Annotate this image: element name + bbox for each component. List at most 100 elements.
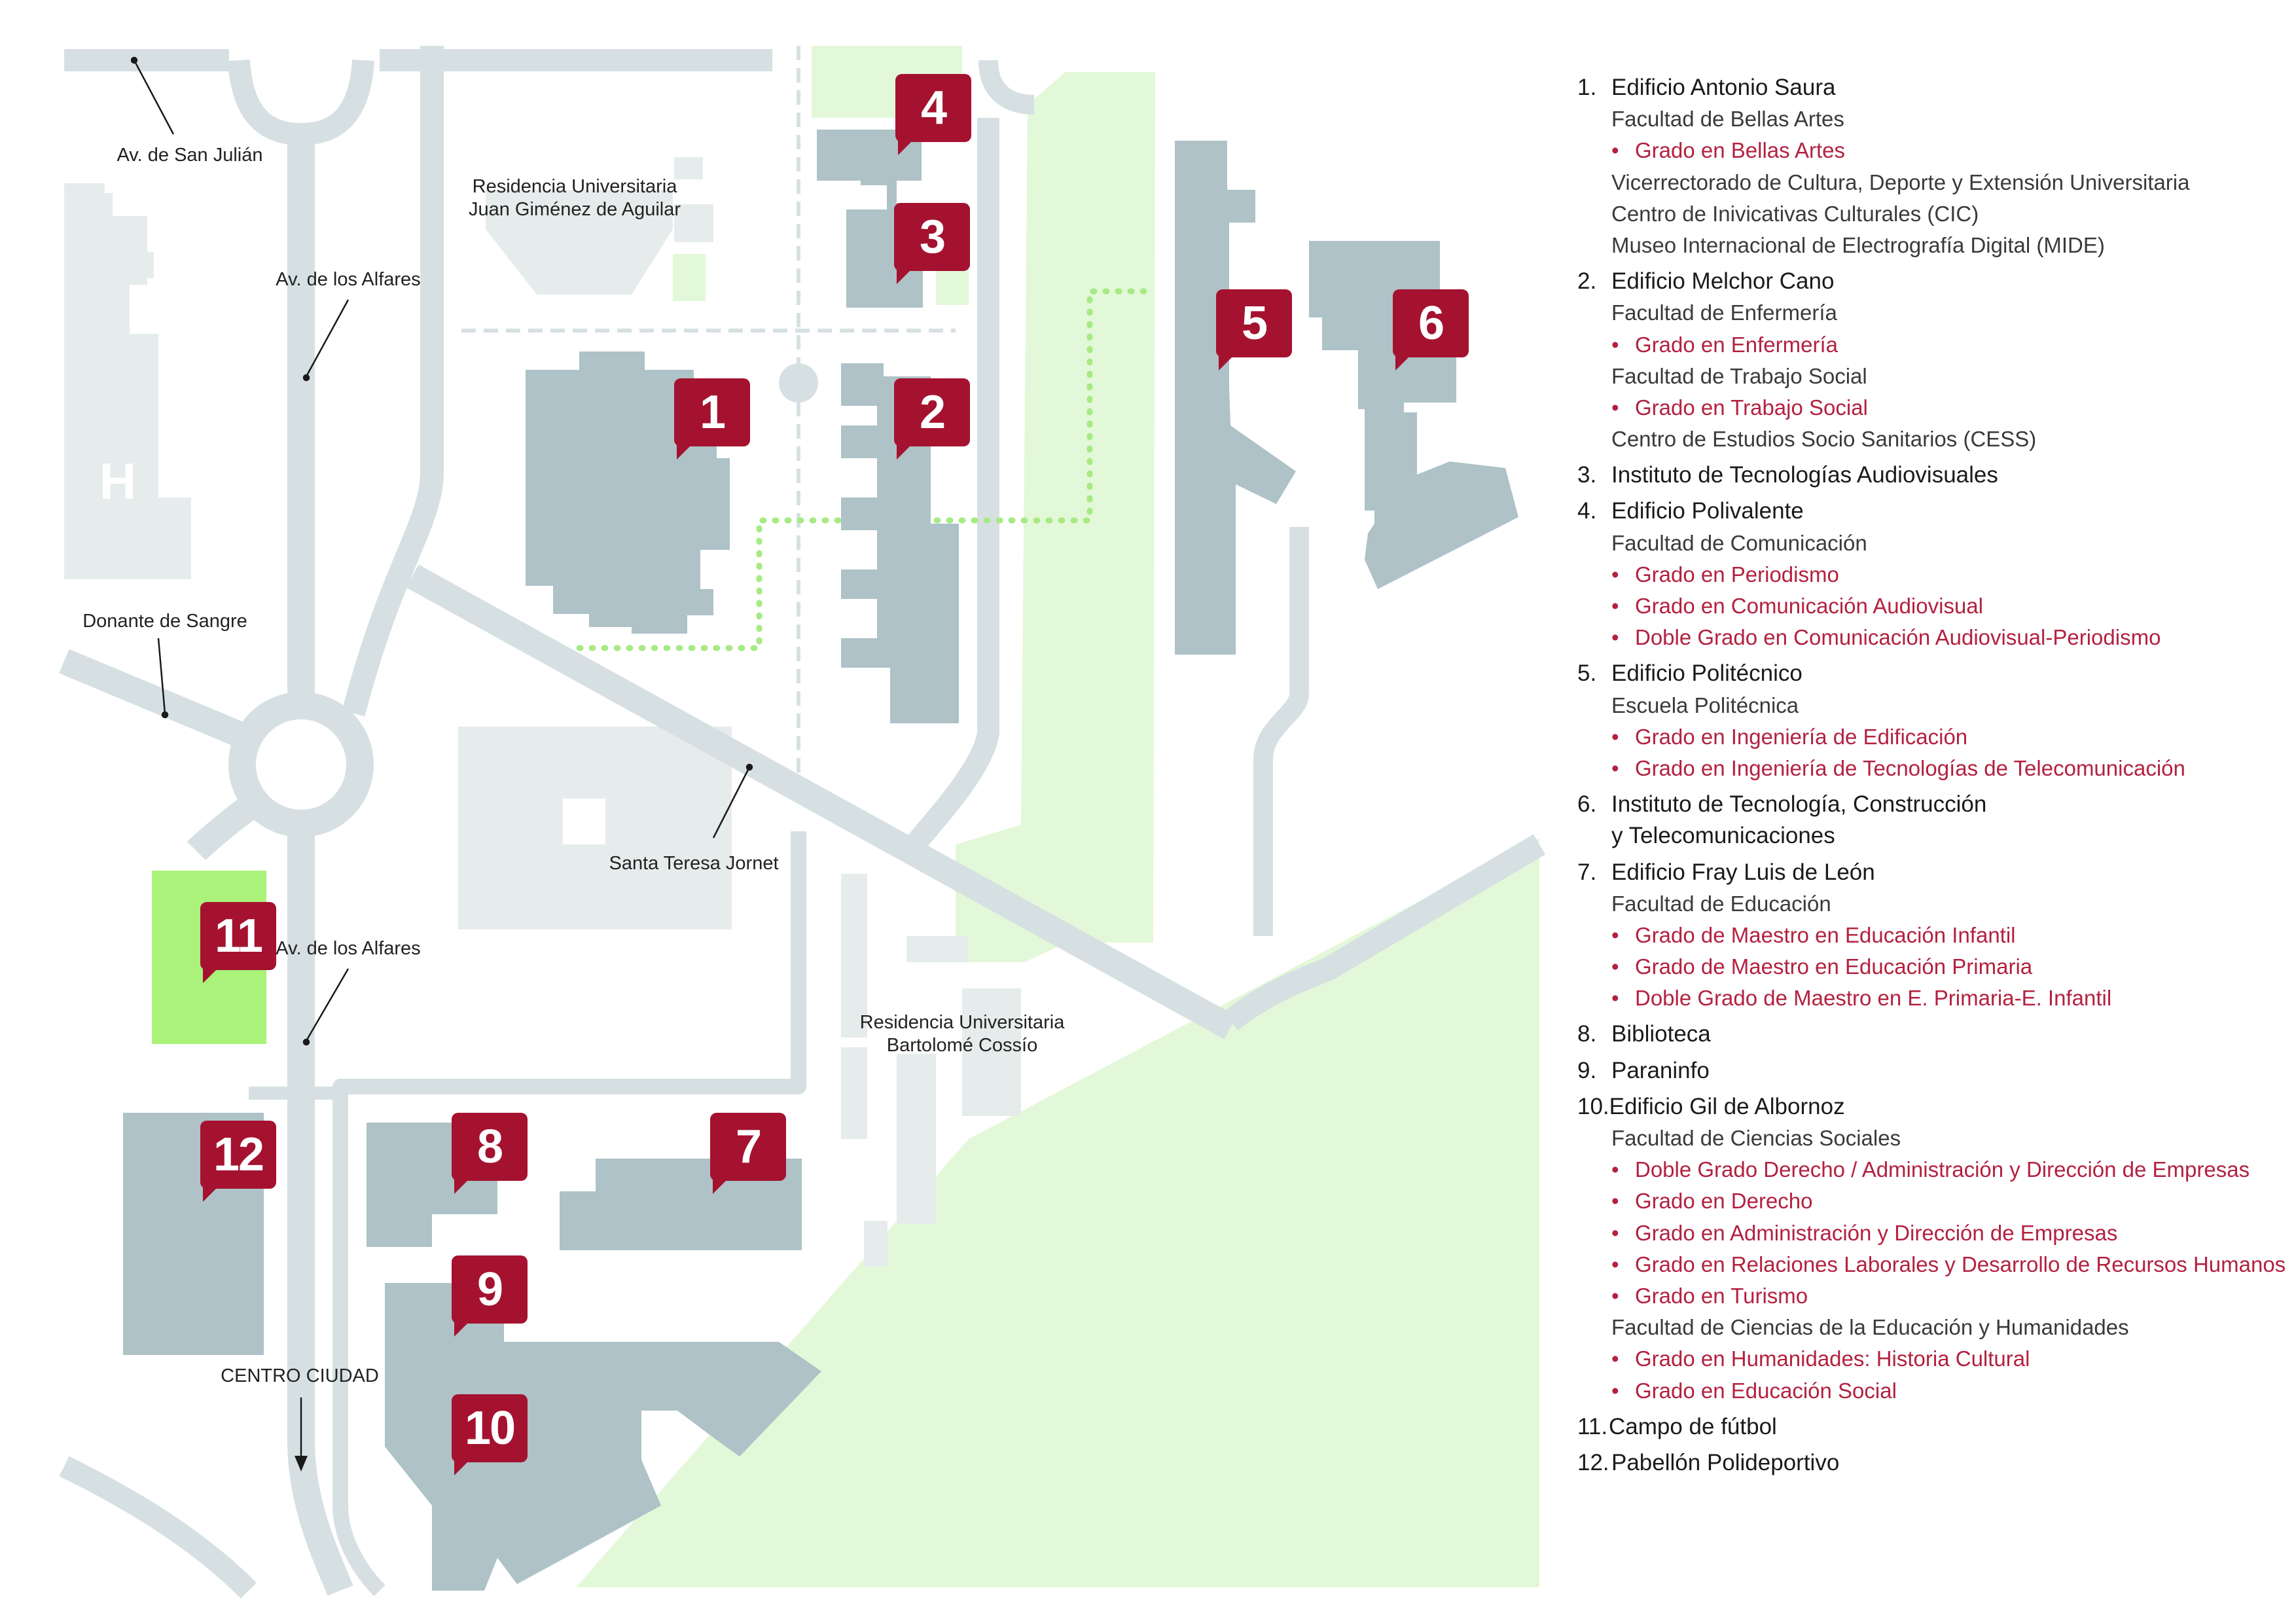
legend-building-number: 12.: [1577, 1449, 1609, 1475]
legend-building-title: 6. Instituto de Tecnología, Construcción: [1577, 789, 2271, 820]
building-marker-2[interactable]: 2: [894, 378, 970, 460]
legend-faculty: Facultad de Ciencias Sociales: [1611, 1126, 1901, 1150]
legend-degree-name: Grado de Maestro en Educación Infantil: [1635, 922, 2016, 947]
legend-degree: •Doble Grado de Maestro en E. Primaria-E…: [1577, 983, 2271, 1014]
legend-degree: •Grado en Administración y Dirección de …: [1577, 1218, 2271, 1249]
legend-building-number: 6.: [1577, 791, 1597, 818]
legend-degree-name: Grado en Bellas Artes: [1635, 138, 1846, 163]
campus-map: H Av. de San Julián Av. de los Alfares D…: [59, 46, 1546, 1599]
road-west-diagonal: [59, 649, 257, 752]
marker-number: 9: [476, 1263, 503, 1316]
label-leaders: [130, 56, 753, 1458]
building-marker-1[interactable]: 1: [674, 378, 750, 460]
light-buildings: [64, 157, 1021, 1267]
bullet-icon: •: [1611, 922, 1619, 947]
legend-building-name: Edificio Antonio Saura: [1611, 75, 1836, 100]
roundabout-north: [228, 59, 374, 145]
leader-alfares-bottom: [305, 968, 350, 1041]
building-marker-11[interactable]: 11: [200, 902, 276, 983]
light-building-r2e: [864, 1221, 888, 1267]
legend-degree-name: Doble Grado Derecho / Administración y D…: [1635, 1157, 2250, 1182]
legend-building-number: 2.: [1577, 268, 1597, 295]
marker-number: 6: [1418, 297, 1444, 350]
legend-degree-name: Grado en Ingeniería de Tecnologías de Te…: [1635, 755, 2185, 780]
legend-faculty: Facultad de Ciencias de la Educación y H…: [1611, 1315, 2129, 1340]
legend-degree-name: Grado en Trabajo Social: [1635, 395, 1868, 420]
legend-degree-name: Grado en Educación Social: [1635, 1378, 1897, 1403]
bullet-icon: •: [1611, 1157, 1619, 1182]
road-vertical-east: [1253, 527, 1309, 936]
legend-faculty: Facultad de Trabajo Social: [1611, 363, 1867, 388]
legend-degree-name: Grado en Comunicación Audiovisual: [1635, 594, 1983, 618]
legend-degree: •Grado en Derecho: [1577, 1185, 2271, 1217]
light-building-r2d: [897, 1054, 936, 1224]
legend-building-name: Edificio Melchor Cano: [1611, 268, 1835, 295]
legend-faculty: Facultad de Educación: [1611, 891, 1831, 916]
building-7: [560, 1159, 802, 1250]
legend-degree: •Grado en Humanidades: Historia Cultural: [1577, 1343, 2271, 1375]
green-area-southeast: [576, 838, 1539, 1587]
building-marker-10[interactable]: 10: [452, 1394, 528, 1475]
legend-building-title: 12.Pabellón Polideportivo: [1577, 1447, 2271, 1479]
legend-building-number: 4.: [1577, 498, 1597, 524]
leader-santa-teresa: [712, 767, 751, 839]
street-label-san-julian: Av. de San Julián: [117, 145, 263, 166]
light-building-small-2: [674, 204, 713, 242]
bullet-icon: •: [1611, 1378, 1619, 1403]
building-marker-12[interactable]: 12: [200, 1121, 276, 1202]
marker-number: 7: [735, 1121, 762, 1173]
legend-building-title: 2. Edificio Melchor Cano: [1577, 266, 2271, 297]
legend-faculty: Centro de Estudios Socio Sanitarios (CES…: [1611, 427, 2037, 452]
legend-degree-name: Grado en Relaciones Laborales y Desarrol…: [1635, 1252, 2286, 1276]
legend-building-number: 11.: [1577, 1413, 1608, 1439]
building-6: [1309, 241, 1518, 589]
building-marker-9[interactable]: 9: [452, 1255, 528, 1337]
road-roundabout-small: [978, 60, 1035, 115]
legend-degree-name: Doble Grado de Maestro en E. Primaria-E.…: [1635, 986, 2112, 1011]
building-marker-8[interactable]: 8: [452, 1113, 528, 1194]
centro-arrow-head: [295, 1456, 308, 1471]
legend-degree-name: Grado en Administración y Dirección de E…: [1635, 1220, 2118, 1245]
legend-degree: • Doble Grado Derecho / Administración y …: [1577, 1154, 2271, 1185]
legend-building-name: Edificio Politécnico: [1611, 660, 1803, 687]
leader-donante: [157, 638, 166, 714]
building-marker-4[interactable]: 4: [895, 74, 971, 155]
light-building-r2b: [906, 936, 969, 962]
leader-san-julian: [133, 60, 175, 135]
building-9-10: [385, 1283, 821, 1591]
marker-number: 5: [1241, 297, 1268, 350]
marker-number: 11: [214, 910, 263, 962]
building-marker-7[interactable]: 7: [710, 1113, 786, 1194]
legend-degree-name: Grado en Humanidades: Historia Cultural: [1635, 1346, 2030, 1371]
legend-building-name: Instituto de Tecnologías Audiovisuales: [1611, 462, 1998, 488]
university-buildings: [123, 130, 1518, 1591]
light-building-r2a: [841, 874, 867, 1038]
bullet-icon: •: [1611, 1283, 1619, 1308]
building-marker-3[interactable]: 3: [894, 203, 970, 284]
building-marker-6[interactable]: 6: [1393, 289, 1469, 370]
street-label-centro: CENTRO CIUDAD: [221, 1365, 379, 1386]
residencia-2-line1: Residencia Universitaria: [859, 1012, 1065, 1033]
legend-building-title: 8.Biblioteca: [1577, 1019, 2271, 1050]
legend-building-title: 4.Edificio Polivalente: [1577, 496, 2271, 527]
building-marker-5[interactable]: 5: [1216, 289, 1292, 370]
leader-dot-alfares-top: [302, 374, 310, 382]
legend-building-name: Pabellón Polideportivo: [1611, 1449, 1840, 1475]
legend-faculty: Vicerrectorado de Cultura, Deporte y Ext…: [1611, 170, 2190, 194]
legend-building-name: Biblioteca: [1611, 1021, 1711, 1047]
light-building-nw: [64, 183, 147, 285]
legend-building-name: Instituto de Tecnología, Construcción: [1611, 791, 1987, 818]
marker-number: 10: [464, 1402, 516, 1454]
legend-building-number: 7.: [1577, 859, 1597, 885]
building-2: [841, 363, 959, 723]
legend-building-name: Paraninfo: [1611, 1057, 1710, 1083]
bullet-icon: •: [1611, 724, 1619, 749]
legend-faculty: Museo Internacional de Electrografía Dig…: [1611, 232, 2105, 257]
legend-building-number: 5.: [1577, 660, 1597, 687]
marker-number: 12: [213, 1128, 264, 1181]
hospital-letter: H: [99, 452, 137, 510]
bullet-icon: •: [1611, 625, 1619, 650]
legend-degree: • Grado en Educación Social: [1577, 1375, 2271, 1407]
legend-building-name: Edificio Fray Luis de León: [1611, 859, 1875, 885]
marker-number: 2: [919, 386, 946, 439]
